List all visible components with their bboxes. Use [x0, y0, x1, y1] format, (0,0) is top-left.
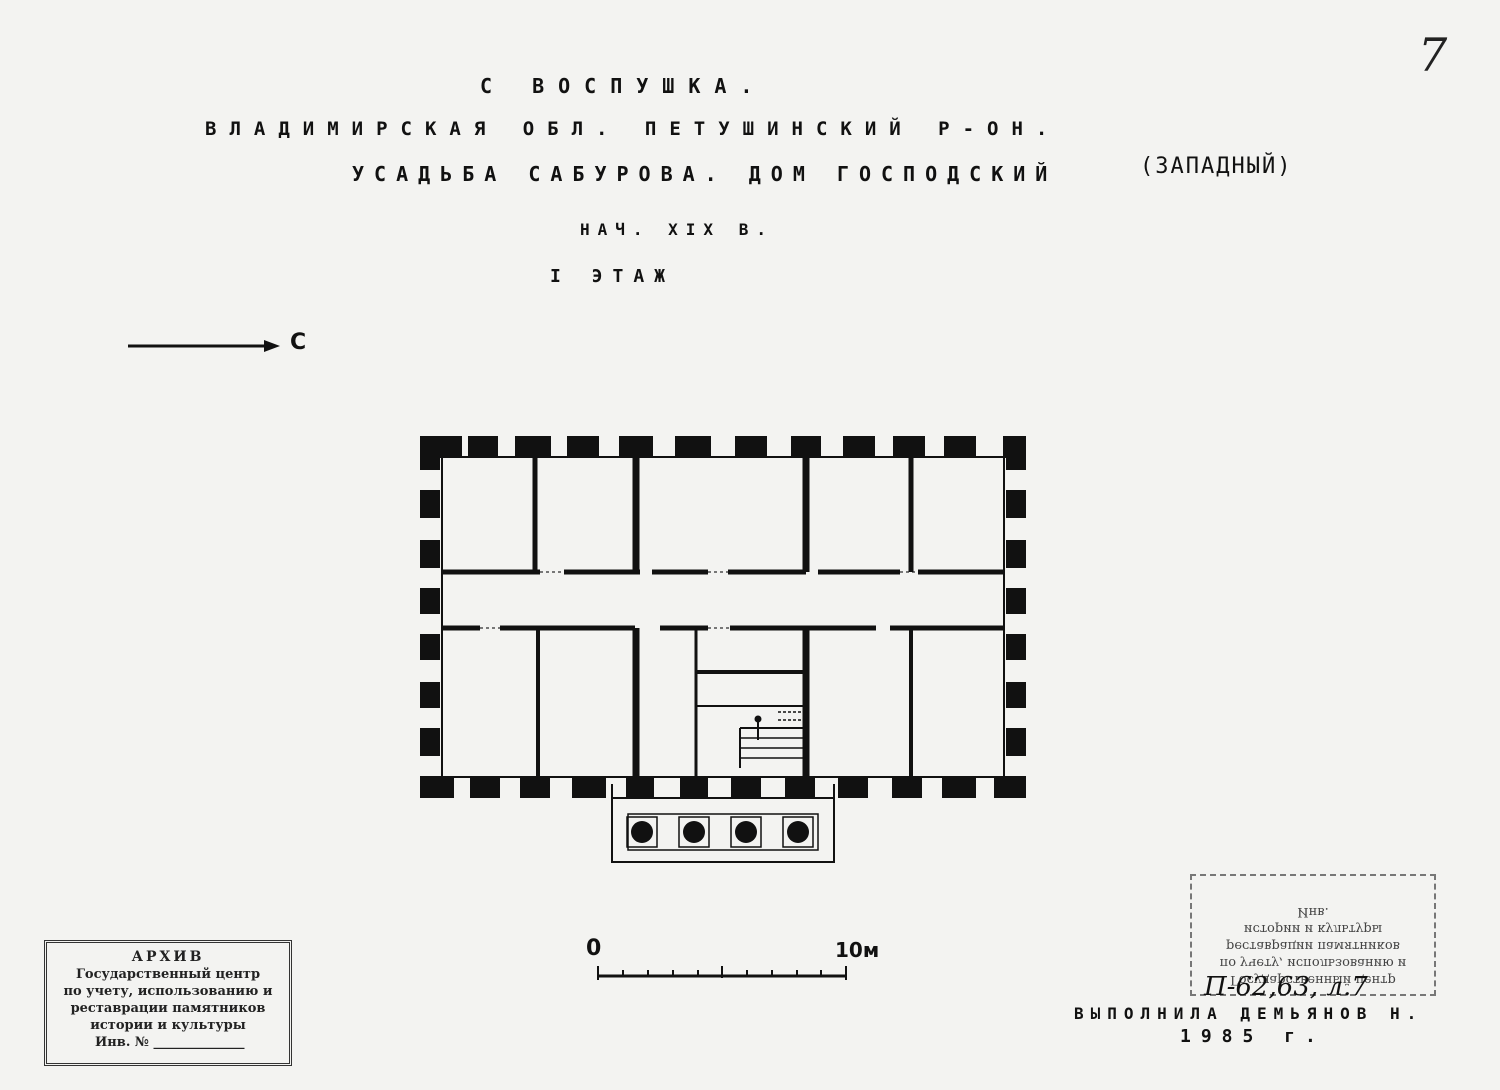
corridor-doors	[480, 571, 918, 629]
archive-stamp-header: АРХИВ	[131, 949, 205, 965]
archive-stamp: АРХИВ Государственный центр по учету, ис…	[44, 940, 292, 1066]
archive-stamp-line: истории и культуры	[90, 1018, 246, 1033]
scale-bar	[597, 966, 847, 980]
north-arrow	[128, 340, 280, 352]
porch-column	[735, 821, 757, 843]
archive-stamp-line: по учету, использованию и	[63, 984, 273, 999]
left-wall-piers	[420, 458, 440, 756]
archive-stamp-line: реставрации памятников	[70, 1001, 266, 1016]
archive-stamp-line: Государственный центр	[75, 967, 261, 982]
title-date: НАЧ. XIX В.	[580, 220, 774, 239]
archive-stamp-inventory-label: Инв. №	[95, 1035, 150, 1050]
lower-room-walls	[536, 628, 913, 777]
porch-column	[631, 821, 653, 843]
upper-room-walls	[532, 457, 914, 572]
right-wall-piers	[1006, 458, 1026, 756]
porch-column-base	[782, 816, 814, 848]
author-line: ВЫПОЛНИЛА ДЕМЬЯНОВ Н.	[1074, 1004, 1424, 1023]
scale-start-label: 0	[586, 936, 602, 961]
title-village: С ВОСПУШКА.	[480, 74, 767, 98]
outer-walls	[420, 436, 1026, 798]
year: 1985 г.	[1180, 1026, 1326, 1047]
bottom-wall-piers	[442, 778, 1006, 798]
porch-column-base	[730, 816, 762, 848]
porch-column	[683, 821, 705, 843]
archive-stamp-inventory: Инв. № ______________	[95, 1035, 245, 1050]
scale-end-label: 10м	[835, 938, 880, 962]
mirrored-stamp-line: Инв.	[1297, 904, 1329, 919]
title-region: ВЛАДИМИРСКАЯ ОБЛ. ПЕТУШИНСКИЙ Р-ОН.	[205, 118, 1061, 140]
staircase	[696, 670, 806, 768]
sheet-number: 7	[1418, 28, 1448, 82]
porch-column-base	[626, 816, 658, 848]
porch-column	[787, 821, 809, 843]
mirrored-stamp-line: по учету, использованию и	[1219, 955, 1407, 970]
porch-column-base	[678, 816, 710, 848]
north-label: С	[290, 330, 307, 355]
title-estate: УСАДЬБА САБУРОВА. ДОМ ГОСПОДСКИЙ	[352, 162, 1058, 186]
mirrored-stamp-line: реставрации памятников	[1226, 938, 1400, 953]
porch-columns	[626, 816, 814, 848]
mirrored-stamp-line: истории и культуры	[1243, 921, 1383, 936]
corridor-walls	[442, 569, 1004, 631]
porch	[611, 784, 835, 863]
top-wall-piers	[442, 436, 976, 456]
title-estate-note: (ЗАПАДНЫЙ)	[1140, 154, 1293, 179]
reference-code: П-62,63, л.7	[1204, 972, 1368, 1002]
title-floor: I ЭТАЖ	[550, 266, 676, 287]
